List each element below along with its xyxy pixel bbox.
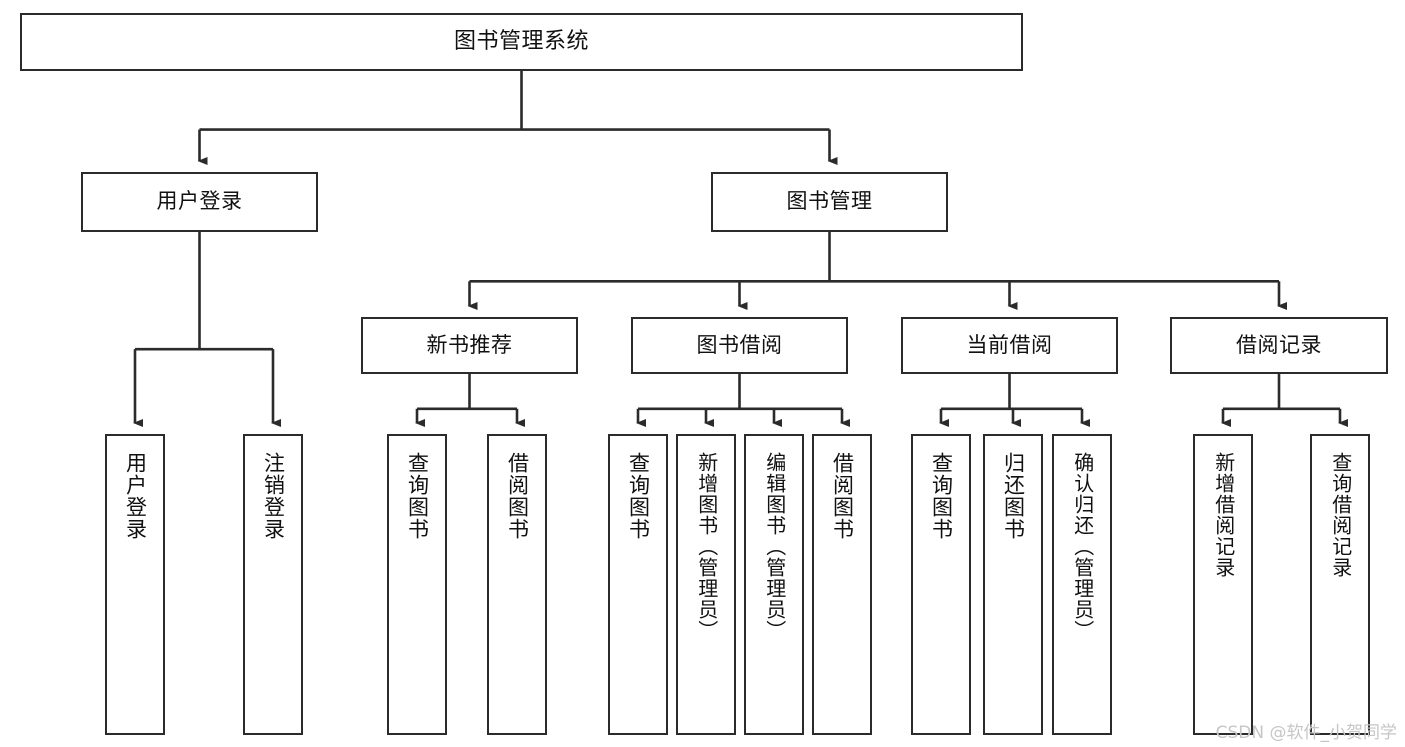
watermark-text: CSDN @软件_小贺同学: [1215, 723, 1397, 743]
node-label: 注销登录: [261, 452, 286, 540]
node-label: 查询图书: [929, 452, 954, 540]
node-borrow[interactable]: 图书借阅: [631, 317, 848, 374]
node-label: 图书借阅: [696, 332, 783, 357]
node-b_edit[interactable]: 编辑图书（管理员）: [744, 434, 804, 735]
node-records[interactable]: 借阅记录: [1170, 317, 1388, 374]
node-label: 查询图书: [626, 452, 651, 540]
node-r_add[interactable]: 新增借阅记录: [1193, 434, 1253, 735]
node-root[interactable]: 图书管理系统: [20, 13, 1023, 71]
node-c_query[interactable]: 查询图书: [911, 434, 971, 735]
node-label: 新书推荐: [426, 332, 513, 357]
edge-bus-login: [135, 232, 273, 351]
node-label: 借阅记录: [1236, 332, 1322, 357]
node-l_login[interactable]: 用户登录: [105, 434, 165, 735]
node-current[interactable]: 当前借阅: [901, 317, 1118, 374]
node-label: 用户登录: [123, 452, 148, 540]
node-label: 新增借阅记录: [1211, 452, 1236, 578]
node-label: 用户登录: [156, 189, 243, 214]
edge-bus-current: [941, 374, 1082, 411]
node-c_confirm[interactable]: 确认归还（管理员）: [1052, 434, 1112, 735]
node-label: 查询借阅记录: [1328, 452, 1353, 578]
node-r_query[interactable]: 查询借阅记录: [1310, 434, 1370, 735]
node-label: 图书管理: [786, 189, 873, 214]
node-b_query[interactable]: 查询图书: [608, 434, 668, 735]
edge-bus-root: [199, 71, 830, 131]
node-label: 编辑图书（管理员）: [762, 452, 787, 641]
edge-bus-newbook: [417, 374, 517, 411]
node-label: 新增图书（管理员）: [694, 452, 719, 641]
node-label: 查询图书: [405, 452, 430, 540]
edge-bus-bookmgmt: [469, 232, 1279, 283]
node-label: 确认归还（管理员）: [1070, 452, 1095, 641]
node-bookmgmt[interactable]: 图书管理: [711, 172, 948, 232]
node-label: 当前借阅: [966, 332, 1053, 357]
node-n_query[interactable]: 查询图书: [387, 434, 447, 735]
edge-bus-records: [1223, 374, 1340, 411]
node-b_lend[interactable]: 借阅图书: [812, 434, 872, 735]
node-label: 归还图书: [1001, 452, 1026, 540]
node-label: 借阅图书: [505, 452, 530, 540]
node-c_return[interactable]: 归还图书: [983, 434, 1043, 735]
node-label: 借阅图书: [830, 452, 855, 540]
node-login[interactable]: 用户登录: [81, 172, 318, 232]
node-b_add[interactable]: 新增图书（管理员）: [676, 434, 736, 735]
node-label: 图书管理系统: [453, 28, 589, 54]
node-n_borrow[interactable]: 借阅图书: [487, 434, 547, 735]
edge-bus-borrow: [638, 374, 842, 411]
node-l_logout[interactable]: 注销登录: [243, 434, 303, 735]
node-newbook[interactable]: 新书推荐: [361, 317, 578, 374]
